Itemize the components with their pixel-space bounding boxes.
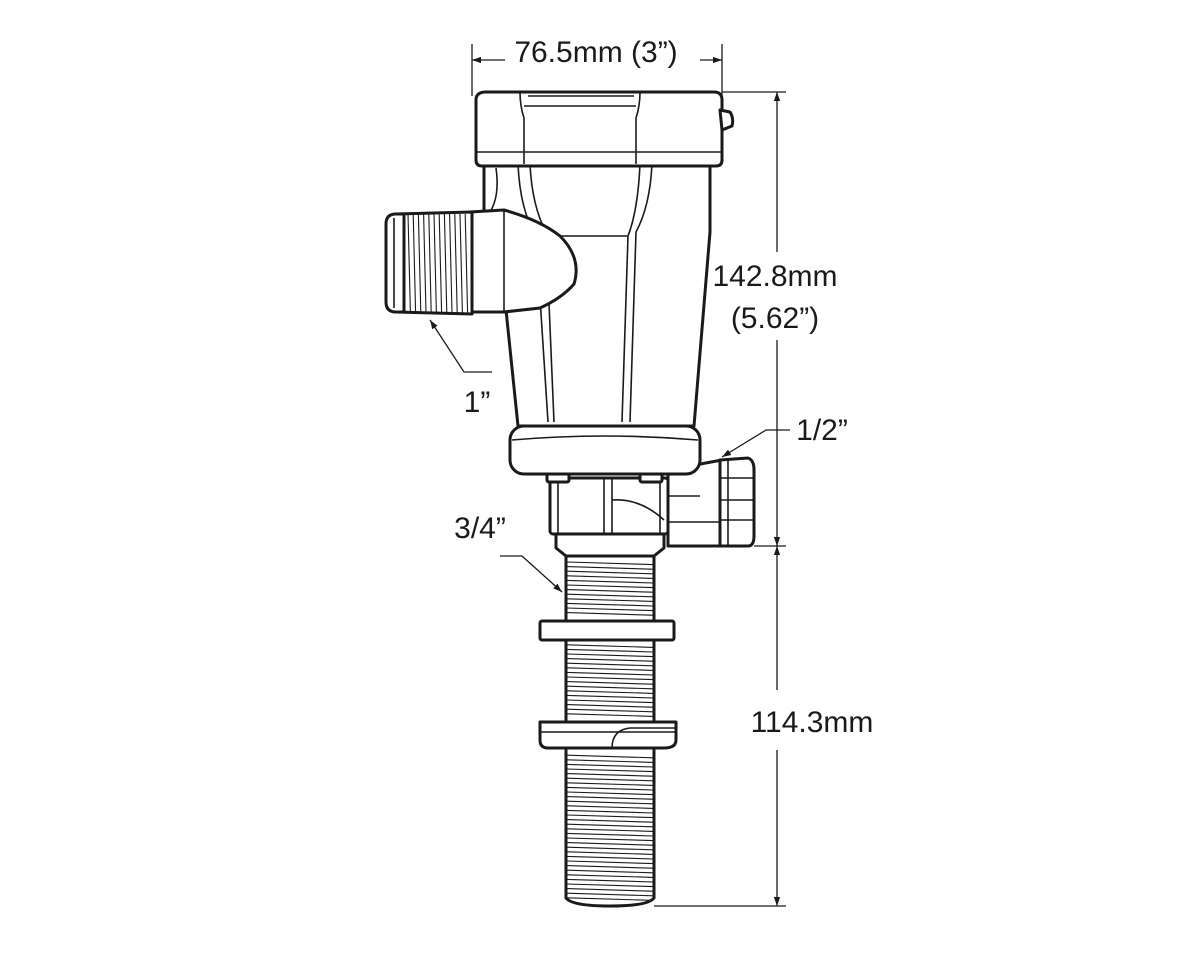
thru-hull-callout: 3/4” [454, 512, 563, 593]
stem-threads [566, 561, 654, 901]
width-dimension-label: 76.5mm (3”) [514, 36, 677, 69]
thru-hull-size-label: 3/4” [454, 512, 506, 545]
mounting-flange [538, 720, 678, 750]
half-inch-callout: 1/2” [721, 414, 848, 458]
outlet-threads [407, 213, 469, 314]
one-inch-outlet [384, 208, 578, 316]
pump-height-label-mm: 142.8mm [712, 260, 837, 293]
collar-band [508, 424, 702, 476]
outlet-callout: 1” [429, 319, 492, 419]
pump-height-label-in: (5.62”) [731, 302, 819, 335]
lower-socket [545, 470, 670, 558]
outlet-size-label: 1” [464, 386, 491, 419]
thru-hull-length-label: 114.3mm [751, 706, 874, 739]
half-inch-port [666, 456, 756, 548]
width-dimension: 76.5mm (3”) [471, 36, 723, 96]
pump-height-dimension: 142.8mm (5.62”) [712, 91, 838, 547]
thru-hull-dimension: 114.3mm [654, 546, 874, 907]
lock-nut [538, 619, 676, 642]
small-port-size-label: 1/2” [796, 414, 848, 447]
top-cap [474, 90, 735, 168]
